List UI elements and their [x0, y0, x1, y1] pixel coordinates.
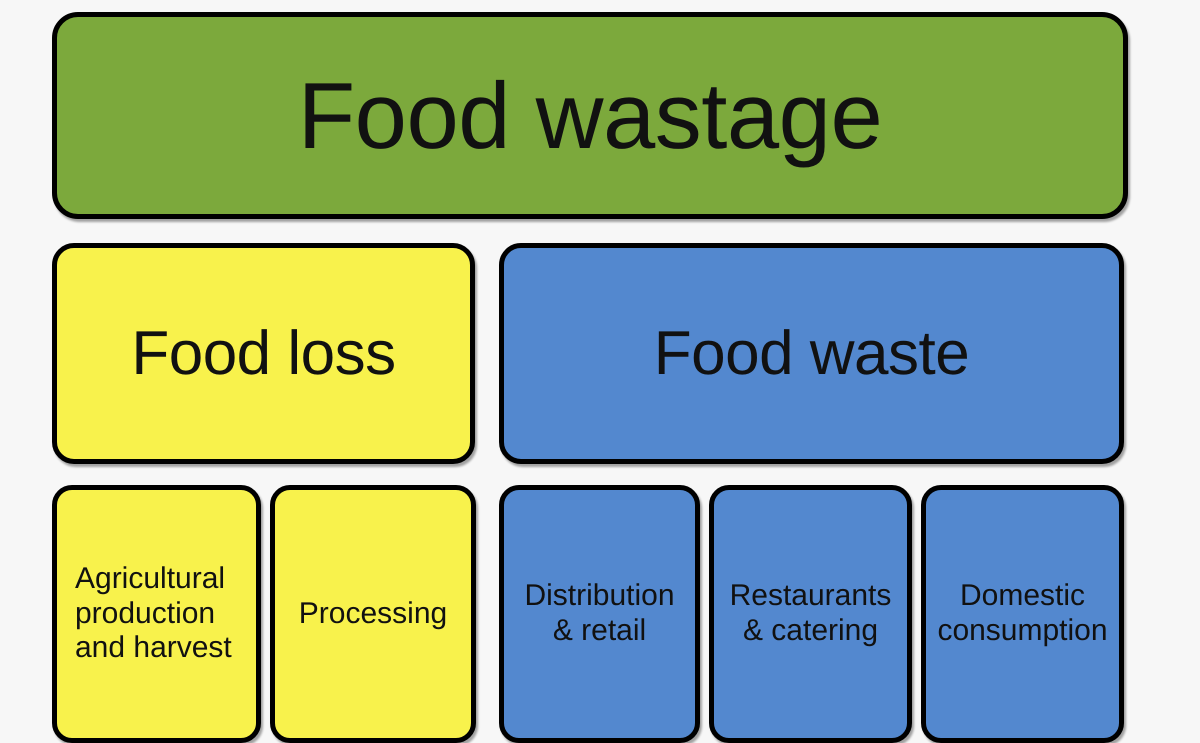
node-processing: Processing	[270, 485, 476, 743]
node-domestic-consumption: Domestic consumption	[921, 485, 1124, 743]
node-distribution-and-retail-label: Distribution & retail	[524, 579, 675, 647]
node-food-loss: Food loss	[52, 243, 475, 464]
node-food-wastage-label: Food wastage	[297, 62, 883, 168]
node-food-wastage: Food wastage	[52, 12, 1128, 219]
node-agricultural-production-and-harvest: Agricultural production and harvest	[52, 485, 261, 743]
node-food-waste-label: Food waste	[653, 318, 970, 388]
node-restaurants-and-catering-label: Restaurants & catering	[729, 579, 892, 647]
node-agricultural-production-and-harvest-label: Agricultural production and harvest	[75, 561, 232, 665]
node-processing-label: Processing	[298, 596, 448, 630]
node-distribution-and-retail: Distribution & retail	[499, 485, 700, 743]
node-restaurants-and-catering: Restaurants & catering	[709, 485, 912, 743]
node-food-loss-label: Food loss	[131, 318, 396, 388]
node-domestic-consumption-label: Domestic consumption	[937, 579, 1108, 647]
node-food-waste: Food waste	[499, 243, 1124, 464]
